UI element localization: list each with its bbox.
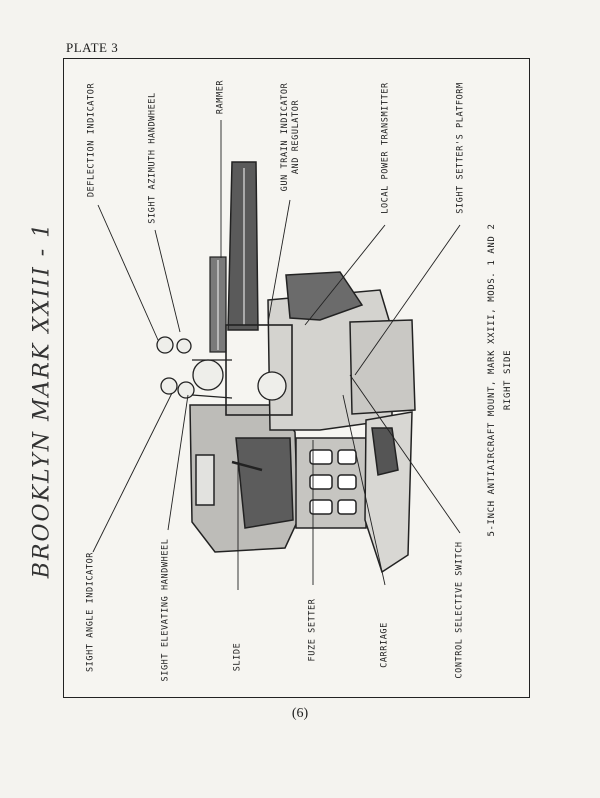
label-sight-angle-indicator: SIGHT ANGLE INDICATOR <box>85 551 96 673</box>
leader-control-selective-switch <box>349 374 461 534</box>
gun-barrel <box>227 161 259 331</box>
leader-deflection-indicator <box>97 204 159 341</box>
sight-setters-platform <box>349 319 416 574</box>
label-rammer: RAMMER <box>215 79 226 115</box>
leader-sight-setters-platform <box>354 224 461 376</box>
label-slide: SLIDE <box>232 642 243 672</box>
rammer-tube <box>209 256 227 353</box>
label-gun-train-line2: AND REGULATOR <box>291 99 301 175</box>
leader-local-power-transmitter <box>304 224 386 326</box>
label-local-power-transmitter: LOCAL POWER TRANSMITTER <box>380 82 391 214</box>
label-sight-setters-platform: SIGHT SETTER'S PLATFORM <box>455 82 466 214</box>
label-carriage: CARRIAGE <box>379 622 390 668</box>
page-number: (6) <box>291 706 309 721</box>
label-control-selective-switch: CONTROL SELECTIVE SWITCH <box>454 541 465 679</box>
label-sight-elevating-handwheel: SIGHT ELEVATING HANDWHEEL <box>160 538 171 682</box>
caption-line2: RIGHT SIDE <box>503 349 513 411</box>
leader-sight-angle-indicator <box>92 392 173 553</box>
label-sight-azimuth-handwheel: SIGHT AZIMUTH HANDWHEEL <box>147 92 158 224</box>
label-gun-train-indicator: GUN TRAIN INDICATOR AND REGULATOR <box>280 83 302 192</box>
leader-lines <box>92 120 461 590</box>
label-fuze-setter: FUZE SETTER <box>307 598 318 662</box>
label-deflection-indicator: DEFLECTION INDICATOR <box>86 82 97 198</box>
leader-sight-elevating-handwheel <box>167 394 189 531</box>
caption-line1: 5-INCH ANTIAIRCRAFT MOUNT, MARK XXIII, M… <box>487 223 497 537</box>
plate-label: PLATE 3 <box>66 40 119 55</box>
leader-gun-train-indicator <box>267 199 291 324</box>
leader-sight-azimuth-handwheel <box>154 229 181 333</box>
slide-housing <box>189 404 299 553</box>
leader-carriage <box>342 394 386 586</box>
sight-assembly <box>156 324 293 416</box>
figure-caption: 5-INCH ANTIAIRCRAFT MOUNT, MARK XXIII, M… <box>484 224 516 537</box>
label-gun-train-line1: GUN TRAIN INDICATOR <box>280 82 290 192</box>
